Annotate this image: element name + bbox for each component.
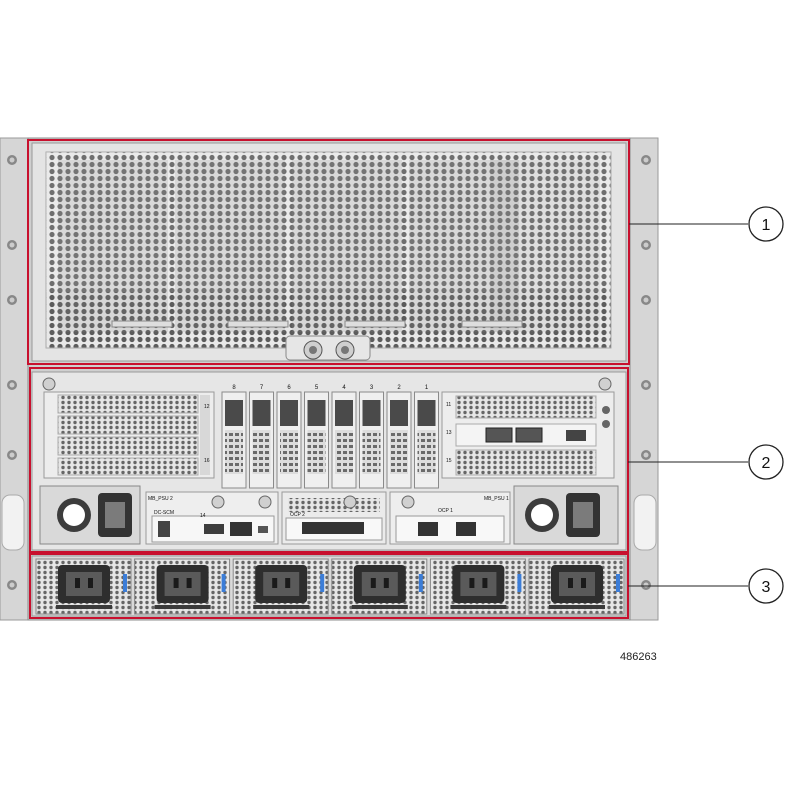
psu-bay (31, 555, 627, 617)
callout-label-1: 1 (762, 217, 771, 234)
riser-label-13: 13 (446, 430, 452, 436)
callout-3: 3 (628, 568, 784, 604)
callout-box-1 (27, 139, 630, 365)
gpu-slot-2: 2 (386, 385, 412, 489)
port-14-label: 14 (200, 513, 206, 519)
callout-2: 2 (628, 444, 784, 480)
release-latch-icon (221, 574, 226, 592)
right-riser-cage (441, 391, 615, 479)
right-rack-ear (629, 137, 659, 621)
release-latch-icon (320, 574, 325, 592)
psu-unit-3 (232, 558, 329, 615)
mb-psu-1 (525, 493, 600, 537)
gpu-slot-7: 7 (249, 385, 274, 489)
gpu-slot-label: 5 (315, 385, 319, 391)
gpu-slot-label: 6 (287, 385, 291, 391)
release-latch-icon (517, 574, 522, 592)
psu-unit-1 (35, 558, 132, 615)
riser-label-12: 12 (204, 404, 210, 410)
io-bottom-row (39, 485, 619, 545)
psu-unit-5 (429, 558, 526, 615)
riser-label-16: 16 (204, 458, 210, 464)
gpu-slot-label: 4 (342, 385, 346, 391)
callout-label-2: 2 (762, 455, 771, 472)
gpu-slot-6: 6 (276, 385, 302, 489)
left-riser-cage (43, 391, 215, 479)
mb-psu-2-label: MB_PSU 2 (148, 496, 173, 502)
rear-io-module: 8 7 6 5 4 3 2 1 (31, 371, 627, 551)
gpu-slot-8: 8 (221, 385, 247, 489)
riser-label-15: 15 (446, 458, 452, 464)
gpu-slot-1: 1 (414, 385, 439, 489)
figure-id: 486263 (620, 651, 657, 663)
gpu-slot-4: 4 (331, 385, 357, 489)
riser-label-11: 11 (446, 402, 451, 408)
callout-label-3: 3 (762, 579, 771, 596)
release-latch-icon (418, 574, 423, 592)
psu-unit-6 (528, 558, 625, 615)
ocp-2-label: OCP 2 (290, 512, 305, 518)
release-latch-icon (616, 574, 620, 592)
left-rack-ear (0, 137, 29, 621)
top-fan-grille (31, 142, 627, 362)
dc-scm-label: DC-SCM (154, 510, 174, 516)
gpu-slot-label: 1 (425, 385, 429, 391)
gpu-slot-5: 5 (304, 385, 329, 489)
ocp-1-label: OCP 1 (438, 508, 453, 514)
psu-unit-4 (331, 558, 428, 615)
gpu-slot-label: 7 (260, 385, 264, 391)
callout-box-2 (29, 367, 629, 553)
gpu-slot-label: 3 (370, 385, 374, 391)
release-latch-icon (123, 574, 127, 592)
mb-psu-1-label: MB_PSU 1 (484, 496, 509, 502)
gpu-slot-row: 8 7 6 5 4 3 2 1 (221, 385, 439, 489)
gpu-slot-3: 3 (359, 385, 384, 489)
mb-psu-2 (57, 493, 132, 537)
callout-1: 1 (629, 206, 784, 242)
gpu-slot-label: 8 (232, 385, 236, 391)
psu-unit-2 (134, 558, 231, 615)
gpu-slot-label: 2 (397, 385, 401, 391)
